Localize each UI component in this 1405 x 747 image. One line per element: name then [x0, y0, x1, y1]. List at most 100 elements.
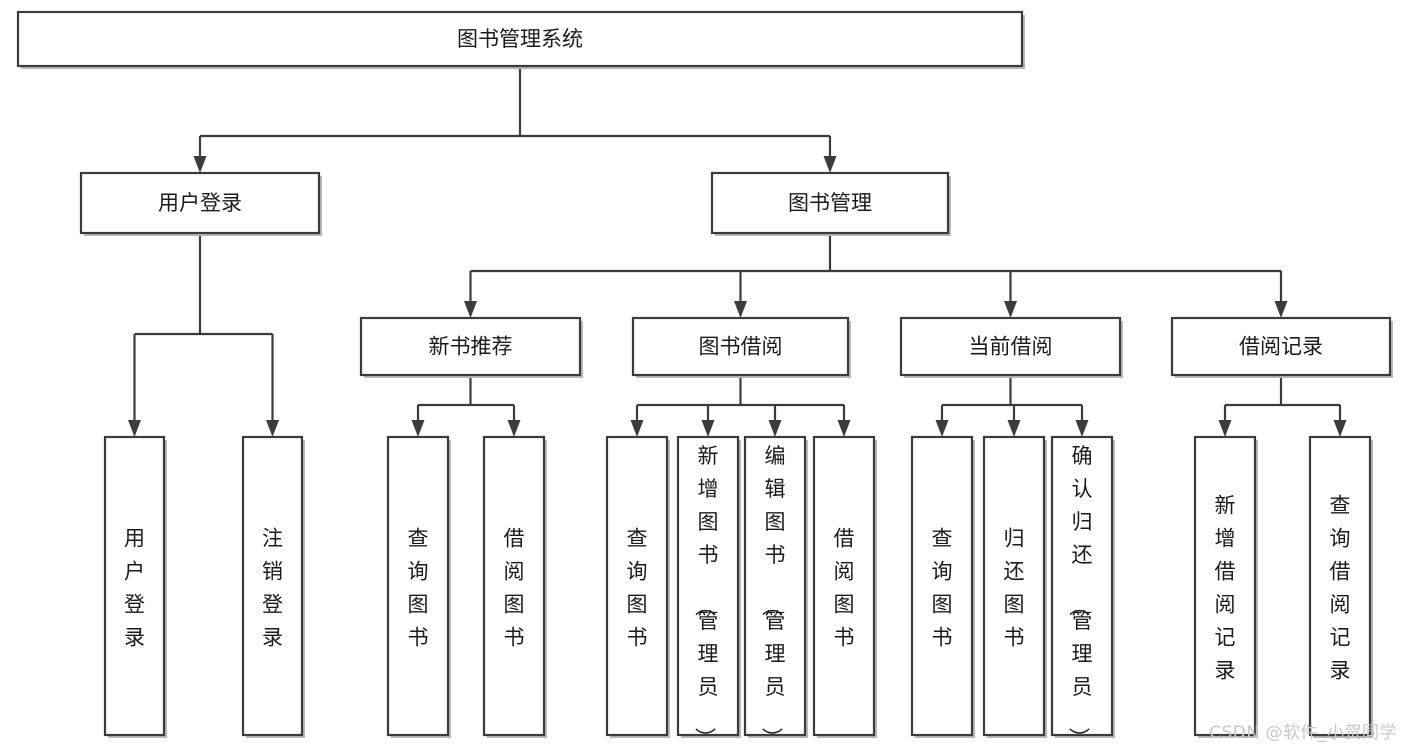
connectors-layer: [128, 66, 1347, 437]
node-shadow: [302, 440, 305, 738]
arrow-head-icon: [1075, 420, 1089, 437]
node-book-borrow[interactable]: 图书借阅: [631, 316, 851, 378]
arrow-head-icon: [823, 156, 837, 173]
arrow-head-icon: [411, 420, 425, 437]
connector-group: [630, 375, 851, 437]
nodes-layer: 图书管理系统用户登录图书管理新书推荐图书借阅当前借阅借阅记录用户登录注销登录查询…: [16, 10, 1393, 747]
arrow-head-icon: [464, 301, 477, 318]
connector-group: [128, 233, 279, 437]
node-box[interactable]: [743, 435, 807, 737]
arrow-head-icon: [935, 420, 949, 437]
node-leaf-user-login[interactable]: 用户登录: [103, 435, 167, 738]
node-book-manage[interactable]: 图书管理: [710, 171, 951, 236]
node-root[interactable]: 图书管理系统: [16, 10, 1025, 69]
node-box[interactable]: [676, 435, 740, 737]
node-box[interactable]: [103, 435, 166, 737]
arrow-head-icon: [630, 420, 644, 437]
node-shadow: [805, 440, 808, 738]
node-leaf-query-record[interactable]: 查询借阅记录: [1308, 435, 1373, 738]
node-shadow: [748, 735, 808, 738]
node-shadow: [21, 66, 1025, 69]
node-shadow: [246, 735, 305, 738]
node-box[interactable]: [482, 435, 546, 737]
watermark-text: CSDN @软件_小贺同学: [1209, 723, 1397, 743]
node-box[interactable]: [16, 10, 1024, 68]
node-shadow: [1198, 735, 1258, 738]
node-shadow: [874, 440, 877, 738]
node-shadow: [1022, 15, 1025, 69]
node-leaf-query-book-1[interactable]: 查询图书: [386, 435, 451, 738]
node-shadow: [1175, 375, 1393, 378]
arrow-head-icon: [266, 420, 279, 437]
node-shadow: [948, 176, 951, 236]
node-label: 注销登录: [262, 527, 283, 650]
node-shadow: [636, 375, 851, 378]
node-label: 图书管理系统: [457, 27, 583, 51]
node-leaf-add-book[interactable]: 新增图书（管理员）: [676, 435, 741, 747]
node-box[interactable]: [1170, 316, 1392, 377]
arrow-head-icon: [507, 420, 521, 437]
node-leaf-borrow-book-1[interactable]: 借阅图书: [482, 435, 547, 738]
node-label: 查询图书: [627, 527, 648, 650]
node-box[interactable]: [631, 316, 850, 377]
node-shadow: [848, 321, 851, 378]
node-label: 新增借阅记录: [1215, 494, 1236, 683]
node-shadow: [904, 375, 1123, 378]
node-user-login[interactable]: 用户登录: [79, 171, 322, 236]
node-box[interactable]: [1308, 435, 1372, 737]
node-leaf-return-book[interactable]: 归还图书: [982, 435, 1047, 738]
node-leaf-query-book-2[interactable]: 查询图书: [605, 435, 670, 738]
arrow-head-icon: [193, 156, 207, 173]
node-label: 归还图书: [1004, 527, 1025, 650]
node-shadow: [817, 735, 877, 738]
node-leaf-logout[interactable]: 注销登录: [241, 435, 305, 738]
node-shadow: [448, 440, 451, 738]
connector-group: [1218, 375, 1347, 437]
node-box[interactable]: [982, 435, 1046, 737]
node-shadow: [164, 440, 167, 738]
node-leaf-query-book-3[interactable]: 查询图书: [910, 435, 975, 738]
node-label: 用户登录: [124, 527, 145, 650]
node-box[interactable]: [605, 435, 669, 737]
node-shadow: [1055, 735, 1115, 738]
node-shadow: [738, 440, 741, 738]
node-shadow: [1255, 440, 1258, 738]
node-shadow: [1313, 735, 1373, 738]
node-shadow: [487, 735, 547, 738]
node-box[interactable]: [241, 435, 304, 737]
node-box[interactable]: [812, 435, 876, 737]
node-label: 编辑图书（管理员）: [760, 444, 786, 747]
connector-group: [411, 375, 521, 437]
node-box[interactable]: [899, 316, 1122, 377]
node-box[interactable]: [710, 171, 950, 235]
connector-group: [935, 375, 1089, 437]
connector-group: [464, 233, 1288, 318]
node-new-book-rec[interactable]: 新书推荐: [359, 316, 583, 378]
arrow-head-icon: [1274, 301, 1288, 318]
node-leaf-borrow-book-2[interactable]: 借阅图书: [812, 435, 877, 738]
node-shadow: [972, 440, 975, 738]
node-box[interactable]: [910, 435, 974, 737]
node-borrow-record[interactable]: 借阅记录: [1170, 316, 1393, 378]
node-box[interactable]: [1050, 435, 1114, 737]
node-leaf-edit-book[interactable]: 编辑图书（管理员）: [743, 435, 808, 747]
node-box[interactable]: [1193, 435, 1257, 737]
arrow-head-icon: [1004, 301, 1017, 318]
node-current-borrow[interactable]: 当前借阅: [899, 316, 1123, 378]
node-leaf-confirm-return[interactable]: 确认归还（管理员）: [1050, 435, 1115, 747]
node-label: 借阅图书: [504, 527, 525, 650]
arrow-head-icon: [128, 420, 141, 437]
node-box[interactable]: [359, 316, 582, 377]
node-box[interactable]: [79, 171, 321, 235]
node-shadow: [580, 321, 583, 378]
node-leaf-add-record[interactable]: 新增借阅记录: [1193, 435, 1258, 738]
node-label: 借阅记录: [1239, 335, 1323, 359]
node-shadow: [84, 233, 322, 236]
node-shadow: [1390, 321, 1393, 378]
node-shadow: [108, 735, 167, 738]
node-box[interactable]: [386, 435, 450, 737]
node-shadow: [1370, 440, 1373, 738]
node-label: 新书推荐: [429, 335, 513, 359]
arrow-head-icon: [768, 420, 782, 437]
node-shadow: [915, 735, 975, 738]
